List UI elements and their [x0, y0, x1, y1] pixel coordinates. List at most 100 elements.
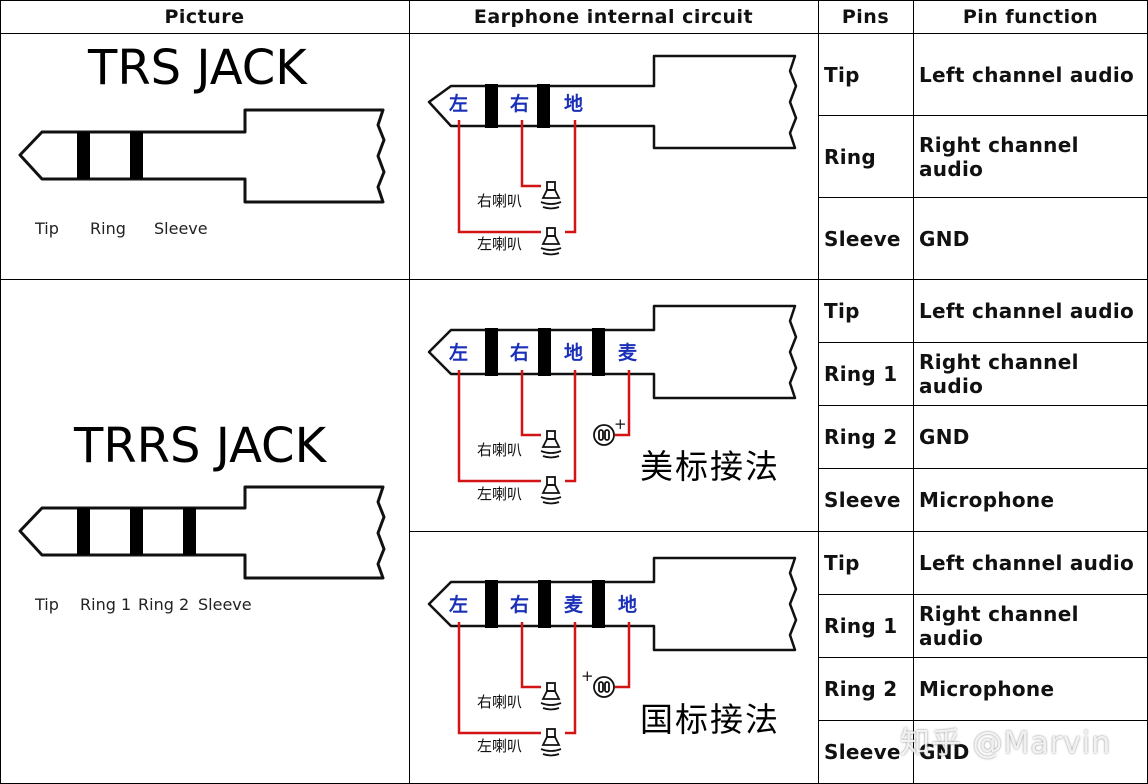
watermark: 知乎 @Marvin — [900, 726, 1112, 761]
trrs-band-1 — [77, 508, 90, 555]
circuit-divider — [409, 531, 1148, 532]
american-circuit-plug-outline — [427, 304, 798, 400]
trs-plug-outline — [18, 108, 386, 204]
pin-function-cell: Left channel audio — [919, 62, 1135, 87]
trs-circuit-plug-outline — [427, 54, 798, 150]
american-wire-left — [457, 370, 541, 483]
national-speaker-left-label: 左喇叭 — [477, 737, 522, 755]
trrs-plug-illustration — [18, 485, 386, 580]
pin-function-cell: Right channel audio — [919, 350, 1079, 398]
pin-row-line — [818, 197, 1148, 198]
trs-label-tip: Tip — [35, 219, 59, 238]
national-standard-label: 国标接法 — [640, 700, 780, 739]
trrs-label-tip: Tip — [35, 595, 59, 614]
trrs-american-circuit-diagram: 左 右 地 麦 + 右喇叭 左喇叭 — [427, 304, 798, 505]
speaker-icon — [540, 682, 562, 711]
trrs-band-2 — [130, 508, 143, 555]
trs-circuit-band-1 — [485, 84, 498, 128]
trrs-label-sleeve: Sleeve — [198, 595, 252, 614]
header-bottom-line — [0, 33, 1148, 34]
trs-speaker-right-label: 右喇叭 — [477, 192, 522, 210]
trs-circuit-band-2 — [537, 84, 550, 128]
pin-row-line — [818, 342, 1148, 343]
table-border-left — [0, 0, 1, 784]
pin-cell: Sleeve — [824, 488, 901, 512]
national-wire-left — [457, 622, 541, 735]
pin-function-cell: GND — [919, 740, 970, 764]
national-circuit-plug-outline — [427, 556, 798, 652]
speaker-icon — [540, 476, 562, 505]
table-border-top — [0, 0, 1148, 1]
trrs-national-circuit-diagram: 左 右 麦 地 + 右喇叭 左喇叭 — [427, 556, 798, 757]
pin-cell: Sleeve — [824, 740, 901, 764]
trs-speaker-left-label: 左喇叭 — [477, 235, 522, 253]
trs-band-2 — [130, 132, 143, 179]
american-label-ground: 地 — [564, 341, 583, 364]
trrs-label-ring1: Ring 1 — [80, 595, 132, 614]
pin-cell: Tip — [824, 299, 860, 323]
national-label-mic: 麦 — [564, 593, 584, 616]
trs-wire-ground — [565, 120, 577, 234]
american-wire-ground — [565, 370, 577, 483]
trrs-label-ring2: Ring 2 — [138, 595, 190, 614]
speaker-icon — [540, 728, 562, 757]
column-divider — [409, 0, 410, 784]
pin-function-cell: Microphone — [919, 488, 1055, 512]
pin-function-cell: Left channel audio — [919, 299, 1135, 323]
american-band-1 — [485, 328, 498, 376]
pin-cell: Ring 2 — [824, 425, 898, 449]
pin-row-line — [818, 468, 1148, 469]
trs-wire-left — [457, 120, 541, 234]
pin-function-cell: Right channel audio — [919, 132, 1079, 181]
pin-row-line — [818, 594, 1148, 595]
microphone-icon — [593, 676, 615, 698]
pin-function-cell: Microphone — [919, 677, 1055, 701]
pin-function-cell: GND — [919, 425, 970, 449]
american-label-left: 左 — [449, 341, 468, 364]
trs-title: TRS JACK — [88, 40, 307, 96]
national-band-1 — [485, 580, 498, 628]
column-divider — [818, 0, 819, 784]
american-standard-label: 美标接法 — [640, 447, 780, 486]
speaker-icon — [540, 227, 562, 256]
pin-function-cell: Left channel audio — [919, 551, 1135, 575]
american-speaker-left-label: 左喇叭 — [477, 485, 522, 503]
trs-plug-illustration — [18, 108, 386, 204]
pin-cell: Ring 2 — [824, 677, 898, 701]
pin-row-line — [818, 405, 1148, 406]
trrs-title: TRRS JACK — [74, 418, 327, 474]
trs-circuit-diagram: 左 右 地 右喇叭 左喇叭 — [427, 54, 798, 256]
trs-circuit-label-ground: 地 — [564, 92, 583, 115]
american-mic-plus: + — [614, 415, 627, 433]
national-speaker-right-label: 右喇叭 — [477, 693, 522, 711]
american-wire-right — [520, 370, 541, 437]
national-wire-right — [520, 622, 541, 689]
pin-cell: Ring 1 — [824, 362, 898, 386]
american-band-2 — [538, 328, 551, 376]
pin-cell: Ring 1 — [824, 614, 898, 638]
trs-circuit-label-right: 右 — [509, 92, 529, 115]
national-wire-mic — [565, 622, 577, 735]
national-wire-ground — [615, 622, 631, 689]
national-band-3 — [592, 580, 605, 628]
speaker-icon — [540, 430, 562, 459]
american-label-right: 右 — [509, 341, 529, 364]
american-band-3 — [592, 328, 605, 376]
national-label-ground: 地 — [618, 593, 637, 616]
american-wire-mic — [615, 370, 631, 437]
trs-wire-right — [520, 120, 541, 188]
trrs-plug-outline — [18, 485, 386, 580]
header-picture: Picture — [164, 5, 245, 28]
trs-band-1 — [77, 132, 90, 179]
american-label-mic: 麦 — [618, 341, 638, 364]
american-speaker-right-label: 右喇叭 — [477, 441, 522, 459]
pin-row-line — [818, 657, 1148, 658]
pin-cell: Tip — [824, 551, 860, 575]
national-label-left: 左 — [449, 593, 468, 616]
pin-row-line — [818, 115, 1148, 116]
section-divider — [0, 279, 1148, 280]
trs-label-ring: Ring — [90, 219, 126, 238]
header-circuit: Earphone internal circuit — [473, 5, 754, 28]
national-label-right: 右 — [509, 593, 529, 616]
